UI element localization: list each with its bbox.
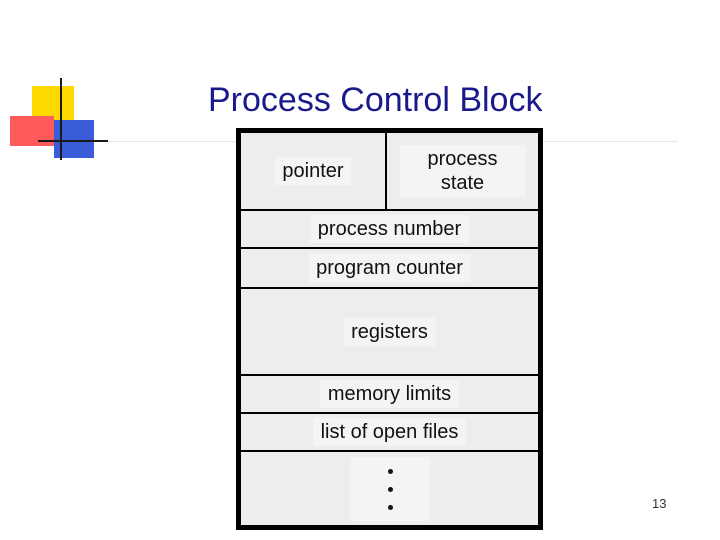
pcb-row-ellipsis — [241, 452, 538, 525]
ellipsis-dot — [387, 486, 393, 492]
pcb-row-open-files: list of open files — [241, 414, 538, 452]
pcb-row-memory-limits: memory limits — [241, 376, 538, 414]
pcb-row-process-number: process number — [241, 211, 538, 249]
pcb-label-open-files: list of open files — [312, 418, 467, 446]
ellipsis-dot — [387, 468, 393, 474]
pcb-label-process-state: process state — [399, 145, 526, 197]
pcb-row-pointer-state: pointer process state — [241, 133, 538, 211]
pcb-cell-pointer: pointer — [241, 133, 387, 209]
pcb-cell-process-state: process state — [387, 133, 538, 209]
pcb-diagram: pointer process state process number pro… — [236, 128, 543, 530]
ellipsis-dot — [387, 504, 393, 510]
pcb-label-registers: registers — [343, 317, 436, 346]
pcb-label-memory-limits: memory limits — [319, 380, 460, 408]
pcb-ellipsis — [349, 456, 430, 521]
pcb-row-program-counter: program counter — [241, 249, 538, 289]
slide-logo — [0, 0, 110, 170]
slide-title: Process Control Block — [208, 81, 543, 119]
pcb-row-registers: registers — [241, 289, 538, 376]
pcb-label-pointer: pointer — [274, 157, 352, 185]
pcb-label-program-counter: program counter — [308, 254, 471, 282]
logo-vertical-line — [60, 78, 62, 160]
slide-number: 13 — [652, 496, 667, 511]
pcb-label-process-number: process number — [309, 215, 470, 243]
logo-horizontal-line — [38, 140, 108, 142]
